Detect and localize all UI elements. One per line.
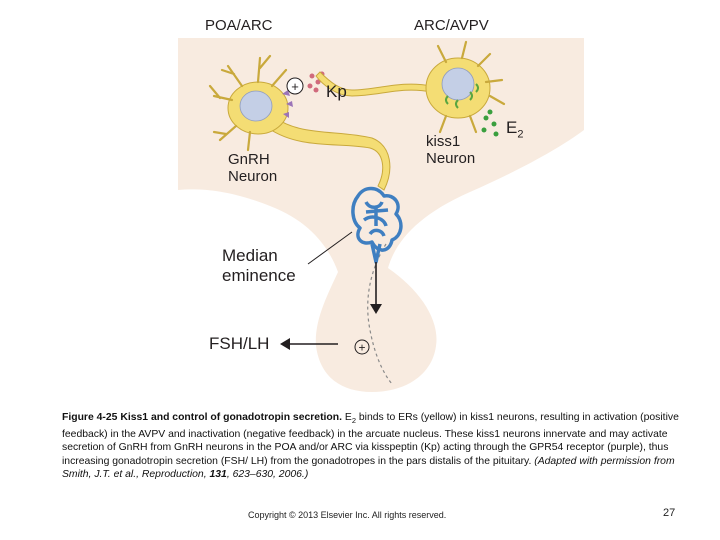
pituitary-plus-sign: +	[358, 341, 365, 355]
copyright-notice: Copyright © 2013 Elsevier Inc. All right…	[248, 510, 447, 520]
caption-title: Kiss1 and control of gonadotropin secret…	[120, 412, 343, 423]
kiss1-dendrites	[436, 40, 506, 134]
caption-citation-pre: (Adapted with permission from Smith, J.T…	[62, 455, 675, 481]
kp-label: Kp	[326, 82, 347, 101]
caption-body: binds to ERs (yellow) in kiss1 neurons, …	[62, 412, 679, 467]
fsh-lh-label: FSH/LH	[209, 334, 270, 353]
kisspeptin-dots	[307, 71, 325, 93]
diagram-illustration: + +	[178, 38, 584, 392]
kp-plus-sign: +	[291, 79, 299, 94]
gpr54-receptors	[282, 90, 293, 118]
fsh-lh-arrow-head	[280, 338, 290, 350]
caption-citation: (Adapted with permission from Smith, J.T…	[62, 456, 675, 481]
kiss1-neuron-label: kiss1 Neuron	[426, 133, 475, 167]
kp-plus-circle	[286, 77, 304, 95]
median-eminence-label-line1: Median	[222, 246, 278, 265]
page-number: 27	[663, 507, 676, 519]
gnrh-neuron-label-line2: Neuron	[228, 168, 278, 185]
caption-citation-volume: 131	[209, 469, 227, 481]
caption-citation-post: , 623–630, 2006.)	[226, 469, 309, 481]
gnrh-dendrites	[208, 54, 288, 152]
arc-avpv-label: ARC/AVPV	[414, 17, 489, 34]
median-eminence-pointer	[307, 231, 353, 265]
median-eminence-label: Median eminence	[222, 246, 296, 286]
kiss1-axon	[315, 71, 433, 97]
e2-label-subscript: 2	[517, 128, 524, 141]
kiss1-neuron-nucleus	[441, 67, 475, 101]
caption-body-pre-sub: E	[342, 412, 352, 423]
gnrh-axon	[267, 117, 391, 191]
gnrh-neuron-nucleus	[239, 90, 273, 122]
estrogen-receptors	[445, 83, 479, 109]
kiss1-gonadotropin-diagram: + + POA/ARC ARC/AVPV Kp E2 kiss1 Neuron …	[178, 17, 584, 392]
gnrh-neuron-label-line1: GnRH	[228, 151, 270, 168]
gnrh-neuron-label: GnRH Neuron	[228, 151, 277, 185]
figure-caption: Figure 4-25 Kiss1 and control of gonadot…	[62, 411, 682, 482]
median-eminence-label-line2: eminence	[222, 266, 296, 285]
kiss1-neuron-label-line1: kiss1	[426, 133, 461, 150]
caption-subscript: 2	[351, 416, 357, 426]
portal-arrow-head	[370, 304, 382, 314]
e2-label: E2	[506, 118, 523, 140]
pituitary-plus-circle	[354, 339, 370, 355]
estradiol-dots	[481, 109, 499, 137]
poa-arc-label: POA/ARC	[205, 17, 273, 34]
caption-figure-number: Figure 4-25	[62, 412, 118, 423]
e2-label-text: E	[506, 118, 518, 137]
kiss1-neuron-label-line2: Neuron	[426, 150, 476, 167]
